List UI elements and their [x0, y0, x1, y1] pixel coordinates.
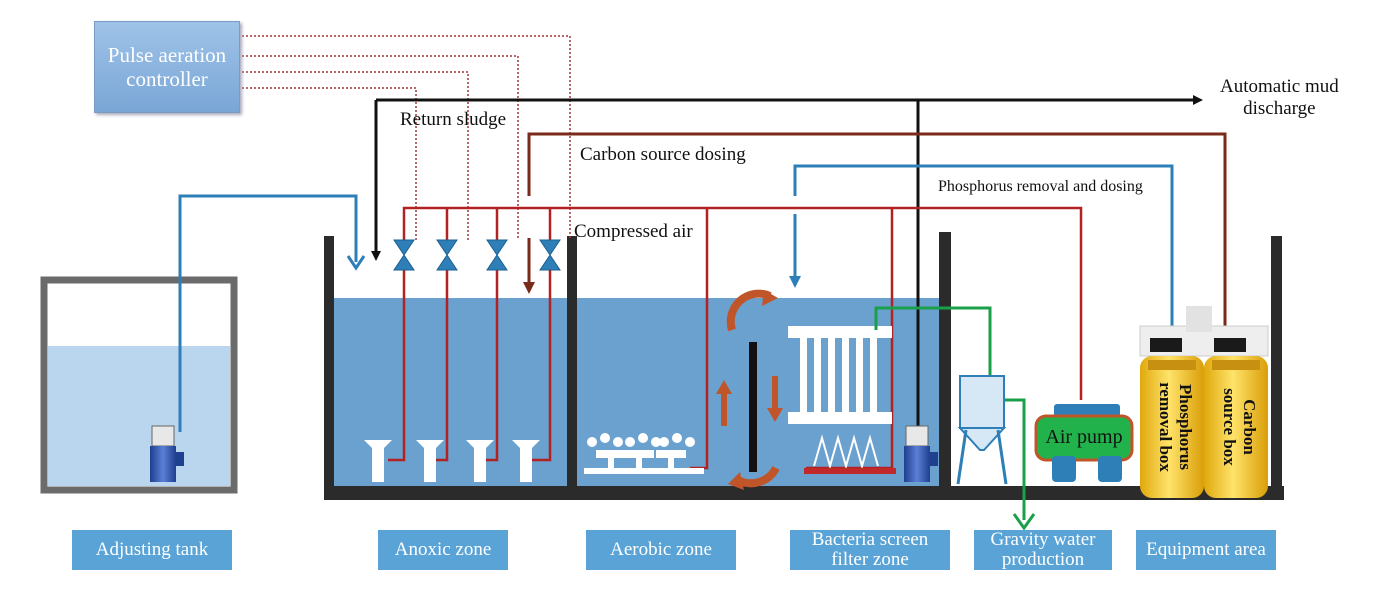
anoxic-diffusers — [364, 440, 540, 482]
compressed-air-label: Compressed air — [574, 221, 693, 242]
valve-2 — [436, 239, 458, 271]
carbon-dosing-line — [523, 132, 1227, 340]
pulse-aeration-controller: Pulse aeration controller — [94, 21, 240, 113]
control-signal-lines — [238, 35, 571, 240]
zone-label-bacteria-filter: Bacteria screen filter zone — [790, 530, 950, 570]
zone-label-adjusting-tank: Adjusting tank — [72, 530, 232, 570]
valve-1 — [393, 239, 415, 271]
phosphorus-box-label-1: Phosphorus — [1176, 384, 1195, 470]
zone-label-gravity-water: Gravity water production — [974, 530, 1112, 570]
zone-label-gravity-line1: Gravity water — [990, 529, 1096, 550]
phosphorus-dosing-label: Phosphorus removal and dosing — [938, 178, 1143, 195]
phosphorus-box-label-2: removal box — [1156, 382, 1175, 472]
dosing-boxes — [1139, 306, 1269, 498]
zone-label-equipment-area: Equipment area — [1136, 530, 1276, 570]
adjusting-tank — [40, 276, 238, 494]
zone-label-anoxic: Anoxic zone — [378, 530, 508, 570]
carbon-box-label-1: Carbon — [1240, 399, 1259, 455]
circulation-flow — [716, 289, 783, 490]
mud-discharge-line1: Automatic mud — [1220, 76, 1339, 97]
zone-label-bacteria-line2: filter zone — [831, 549, 909, 570]
controller-label-line2: controller — [126, 67, 208, 91]
gravity-arrow-head — [1012, 513, 1036, 531]
settling-cone — [956, 375, 1008, 485]
zone-label-aerobic: Aerobic zone — [586, 530, 736, 570]
return-sludge-label: Return sludge — [400, 109, 507, 130]
gravity-water-line — [874, 306, 1026, 520]
air-pump — [1034, 404, 1134, 482]
screen-filter — [788, 326, 896, 474]
feed-arrow-head — [346, 255, 366, 271]
aerobic-diffusers — [584, 433, 704, 474]
phosphorus-dosing-line — [789, 164, 1174, 340]
carbon-source-dosing-label: Carbon source dosing — [580, 144, 746, 165]
return-sludge-line — [371, 95, 1203, 432]
mud-discharge-line2: discharge — [1243, 98, 1316, 119]
air-pump-label: Air pump — [1045, 426, 1123, 448]
controller-label-line1: Pulse aeration — [107, 43, 227, 67]
feed-line — [178, 194, 358, 432]
pump-filter-zone — [904, 425, 938, 482]
zone-label-bacteria-line1: Bacteria screen — [811, 529, 929, 550]
valve-3 — [486, 239, 508, 271]
valve-4 — [539, 239, 561, 271]
zone-label-gravity-line2: production — [1001, 549, 1085, 570]
pump-adjusting-tank — [150, 425, 184, 482]
mud-discharge-label: Automatic mud discharge — [1220, 76, 1339, 120]
carbon-box-label-2: source box — [1220, 388, 1239, 466]
valves — [393, 239, 561, 271]
